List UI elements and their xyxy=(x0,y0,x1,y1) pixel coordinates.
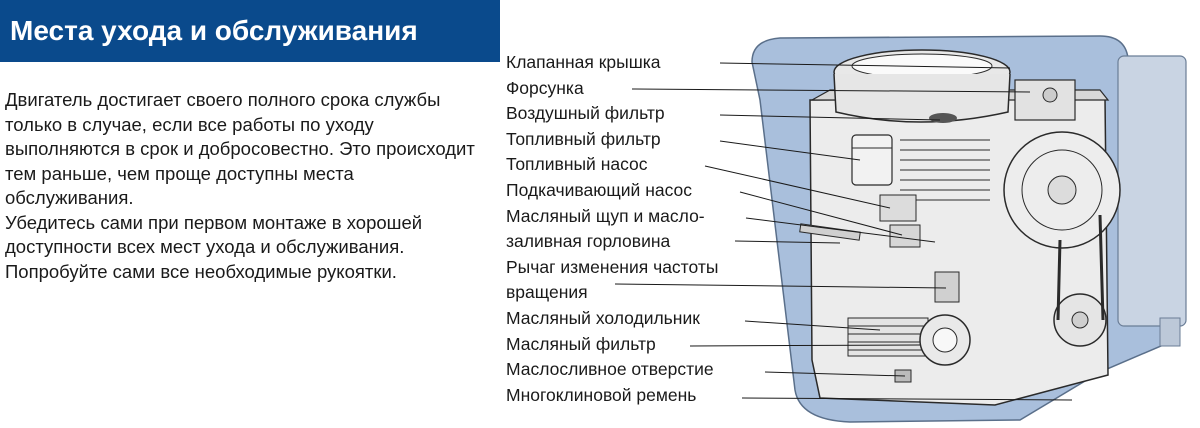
callout-poly-v-belt: Многоклиновой ремень xyxy=(506,384,697,405)
callout-fuel-filter: Топливный фильтр xyxy=(506,128,661,149)
callout-list: Клапанная крышка Форсунка Воздушный филь… xyxy=(506,50,776,408)
callout-dipstick-line2: заливная горловина xyxy=(506,231,671,252)
speed-lever xyxy=(934,271,960,303)
intro-text: Двигатель достигает своего полного срока… xyxy=(5,88,475,284)
mount-bracket xyxy=(1117,55,1187,327)
callout-speed-lever: Рычаг изменения частоты xyxy=(506,256,719,277)
callout-oil-filter: Масляный фильтр xyxy=(506,333,656,354)
oil-cooler xyxy=(847,317,929,357)
air-filter xyxy=(833,73,1011,123)
page-title: Места ухода и обслуживания xyxy=(0,0,500,62)
callout-drain-plug: Маслосливное отверстие xyxy=(506,359,714,380)
intro-paragraph-1: Двигатель достигает своего полного срока… xyxy=(5,89,475,208)
callout-injector: Форсунка xyxy=(506,77,584,98)
callout-speed-lever-line2: вращения xyxy=(506,282,588,303)
callout-valve-cover: Клапанная крышка xyxy=(506,52,661,72)
fuel-pump xyxy=(879,194,917,222)
callout-air-filter: Воздушный фильтр xyxy=(506,103,665,124)
callout-priming-pump: Подкачивающий насос xyxy=(506,179,693,200)
leader-lines xyxy=(614,62,1073,401)
poly-v-belt xyxy=(1056,214,1105,321)
callout-fuel-pump: Топливный насос xyxy=(506,154,648,175)
dipstick xyxy=(799,223,861,241)
intro-paragraph-2: Убедитесь сами при первом монтаже в хоро… xyxy=(5,211,423,282)
priming-pump xyxy=(889,224,921,248)
callout-dipstick: Масляный щуп и масло- xyxy=(506,205,705,226)
callout-oil-cooler: Масляный холодильник xyxy=(506,307,700,328)
